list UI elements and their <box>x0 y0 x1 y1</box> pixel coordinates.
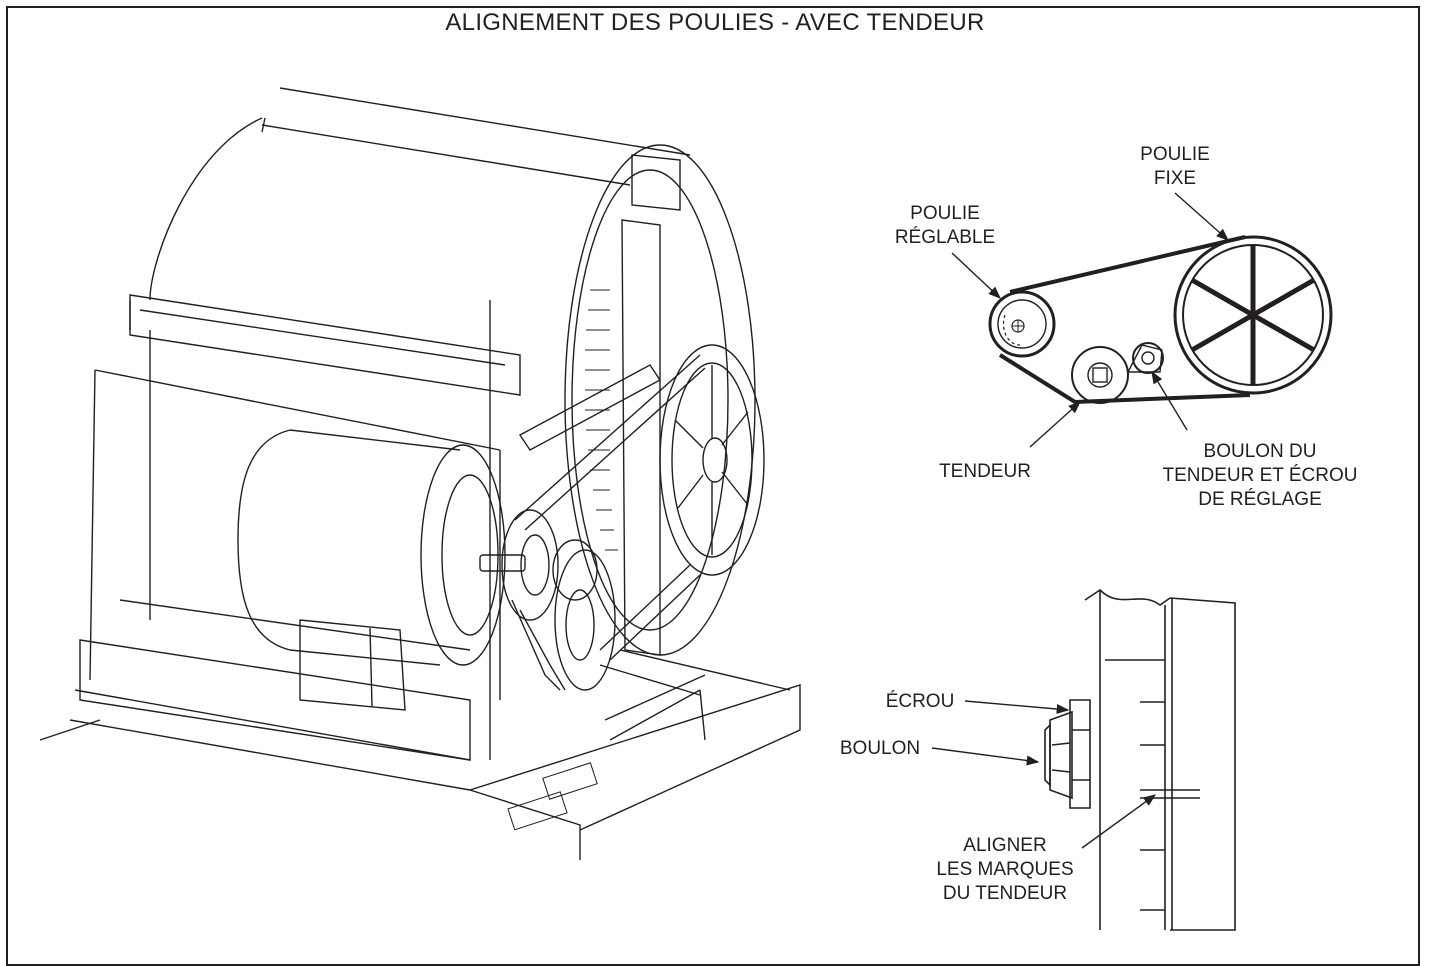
label-bolt: BOULON <box>839 738 921 759</box>
arrow-adjustable-pulley <box>951 252 1001 299</box>
arrow-tensioner-bolt <box>1151 370 1188 431</box>
tensioner-detail <box>1044 588 1236 931</box>
arrow-bolt <box>931 747 1040 766</box>
belt-schematic <box>988 235 1333 405</box>
label-nut: ÉCROU <box>885 691 955 712</box>
leader-arrows <box>931 192 1229 849</box>
diagram-title: ALIGNEMENT DES POULIES - AVEC TENDEUR <box>445 9 985 36</box>
arrow-nut <box>964 700 1070 715</box>
arrow-tensioner <box>1029 401 1081 448</box>
label-tensioner: TENDEUR <box>939 461 1031 482</box>
arrow-fixed-pulley <box>1174 192 1229 241</box>
blower-assembly <box>39 87 801 860</box>
arrow-align-marks <box>1081 794 1157 849</box>
